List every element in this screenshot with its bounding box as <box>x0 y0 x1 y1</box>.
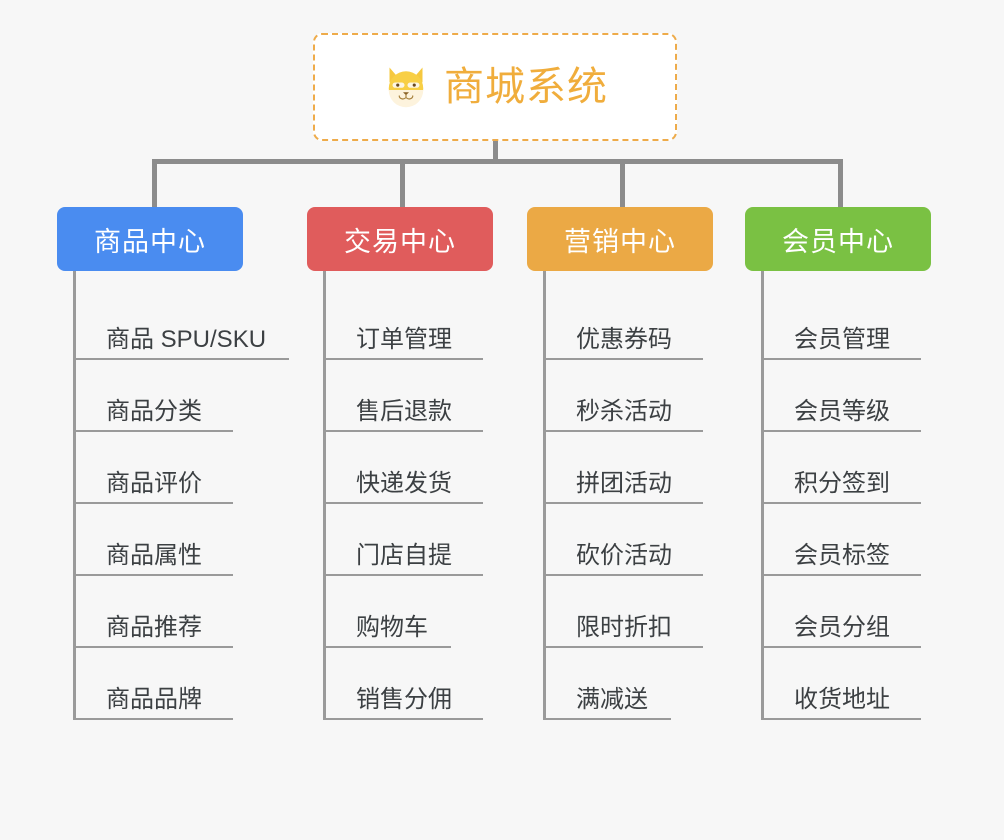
leaf-item[interactable]: 砍价活动 <box>543 504 713 576</box>
leaf-item[interactable]: 商品属性 <box>73 504 288 576</box>
category-box-3[interactable]: 营销中心 <box>527 207 713 271</box>
connector-root-stem <box>493 141 498 162</box>
leaf-item-underline <box>73 718 233 720</box>
leaf-item-underline <box>73 430 233 432</box>
leaf-item[interactable]: 商品品牌 <box>73 648 288 720</box>
leaf-item-label: 满减送 <box>576 685 648 713</box>
leaf-item-label: 售后退款 <box>356 397 452 425</box>
leaf-item-underline <box>761 646 921 648</box>
leaf-item[interactable]: 拼团活动 <box>543 432 713 504</box>
leaf-item-label: 商品属性 <box>106 541 202 569</box>
leaf-item-label: 会员等级 <box>794 397 890 425</box>
leaf-item-label: 门店自提 <box>356 541 452 569</box>
leaf-item-label: 快递发货 <box>356 469 452 497</box>
leaf-item-underline <box>543 358 703 360</box>
leaf-item-underline <box>761 430 921 432</box>
leaf-item[interactable]: 门店自提 <box>323 504 493 576</box>
leaf-item-label: 砍价活动 <box>576 541 672 569</box>
leaf-list-2: 订单管理售后退款快递发货门店自提购物车销售分佣 <box>323 271 493 720</box>
leaf-item-underline <box>323 358 483 360</box>
leaf-item-label: 销售分佣 <box>356 685 452 713</box>
leaf-item-label: 订单管理 <box>356 325 452 353</box>
category-box-2[interactable]: 交易中心 <box>307 207 493 271</box>
connector-drop-2 <box>400 159 405 209</box>
leaf-item-underline <box>543 502 703 504</box>
leaf-item-label: 商品品牌 <box>106 685 202 713</box>
category-box-label: 营销中心 <box>564 226 676 257</box>
leaf-item[interactable]: 满减送 <box>543 648 713 720</box>
shiba-dog-face-icon <box>388 67 424 108</box>
leaf-item[interactable]: 购物车 <box>323 576 493 648</box>
leaf-item[interactable]: 优惠券码 <box>543 288 713 360</box>
leaf-item-underline <box>73 502 233 504</box>
leaf-item[interactable]: 销售分佣 <box>323 648 493 720</box>
leaf-item[interactable]: 商品评价 <box>73 432 288 504</box>
leaf-item-underline <box>761 718 921 720</box>
leaf-item-underline <box>323 718 483 720</box>
root-node-title: 商城系统 <box>444 65 608 109</box>
category-column-4: 会员中心会员管理会员等级积分签到会员标签会员分组收货地址 <box>745 207 931 720</box>
leaf-item[interactable]: 会员分组 <box>761 576 931 648</box>
leaf-item-underline <box>323 502 483 504</box>
leaf-item-label: 商品评价 <box>106 469 202 497</box>
leaf-item[interactable]: 快递发货 <box>323 432 493 504</box>
category-column-3: 营销中心优惠券码秒杀活动拼团活动砍价活动限时折扣满减送 <box>527 207 713 720</box>
connector-drop-1 <box>152 159 157 209</box>
connector-drop-3 <box>620 159 625 209</box>
leaf-item[interactable]: 商品分类 <box>73 360 288 432</box>
leaf-item-underline <box>543 430 703 432</box>
leaf-item[interactable]: 会员标签 <box>761 504 931 576</box>
root-node-mall-system[interactable]: 商城系统 <box>313 33 677 141</box>
leaf-item-label: 会员管理 <box>794 325 890 353</box>
leaf-item-label: 购物车 <box>356 613 428 641</box>
leaf-item-underline <box>761 502 921 504</box>
category-box-label: 交易中心 <box>344 226 456 257</box>
leaf-list-1: 商品 SPU/SKU 商品分类商品评价商品属性商品推荐商品品牌 <box>73 271 289 720</box>
category-box-label: 商品中心 <box>94 226 206 257</box>
leaf-item[interactable]: 会员管理 <box>761 288 931 360</box>
category-column-1: 商品中心商品 SPU/SKU 商品分类商品评价商品属性商品推荐商品品牌 <box>57 207 289 720</box>
leaf-list-3: 优惠券码秒杀活动拼团活动砍价活动限时折扣满减送 <box>543 271 713 720</box>
leaf-item-label: 拼团活动 <box>576 469 672 497</box>
leaf-item[interactable]: 订单管理 <box>323 288 493 360</box>
leaf-item-underline <box>543 718 671 720</box>
root-node-content: 商城系统 <box>382 63 608 111</box>
leaf-item[interactable]: 会员等级 <box>761 360 931 432</box>
leaf-item-underline <box>323 574 483 576</box>
leaf-item-label: 限时折扣 <box>576 613 672 641</box>
category-box-label: 会员中心 <box>782 226 894 257</box>
category-column-2: 交易中心订单管理售后退款快递发货门店自提购物车销售分佣 <box>307 207 493 720</box>
leaf-item-underline <box>761 358 921 360</box>
leaf-item[interactable]: 积分签到 <box>761 432 931 504</box>
category-box-4[interactable]: 会员中心 <box>745 207 931 271</box>
connector-horizontal-bus <box>152 159 838 164</box>
leaf-item-underline <box>543 574 703 576</box>
leaf-item-underline <box>543 646 703 648</box>
leaf-item[interactable]: 限时折扣 <box>543 576 713 648</box>
category-box-1[interactable]: 商品中心 <box>57 207 243 271</box>
leaf-item-underline <box>73 574 233 576</box>
leaf-list-4: 会员管理会员等级积分签到会员标签会员分组收货地址 <box>761 271 931 720</box>
leaf-item-label: 商品推荐 <box>106 613 202 641</box>
leaf-item-underline <box>73 646 233 648</box>
leaf-item-underline <box>761 574 921 576</box>
leaf-item[interactable]: 收货地址 <box>761 648 931 720</box>
leaf-item[interactable]: 商品推荐 <box>73 576 288 648</box>
leaf-item-label: 会员标签 <box>794 541 890 569</box>
leaf-item[interactable]: 秒杀活动 <box>543 360 713 432</box>
connector-drop-4 <box>838 159 843 209</box>
leaf-item-underline <box>323 646 451 648</box>
leaf-item[interactable]: 商品 SPU/SKU <box>73 288 289 360</box>
leaf-item-underline <box>73 358 289 360</box>
leaf-item-label: 会员分组 <box>794 613 890 641</box>
leaf-item-label: 商品分类 <box>106 397 202 425</box>
leaf-item-label: 秒杀活动 <box>576 397 672 425</box>
leaf-item-label: 商品 SPU/SKU <box>106 325 267 353</box>
leaf-item-underline <box>323 430 483 432</box>
leaf-item[interactable]: 售后退款 <box>323 360 493 432</box>
leaf-item-label: 优惠券码 <box>576 325 672 353</box>
leaf-item-label: 收货地址 <box>794 685 890 713</box>
leaf-item-label: 积分签到 <box>794 469 890 497</box>
